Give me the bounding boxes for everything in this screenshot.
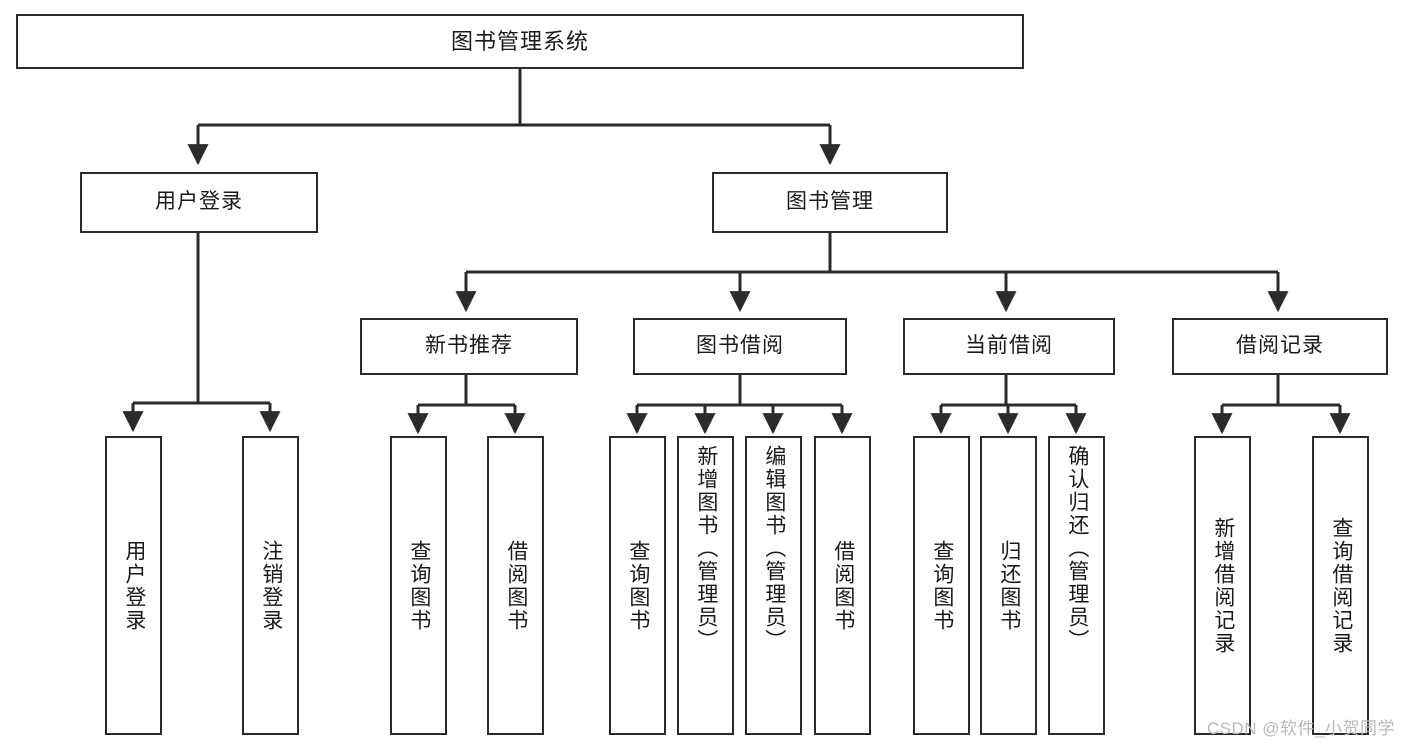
node-label: 新书推荐 [425, 334, 513, 358]
node-label: 图书借阅 [696, 334, 784, 358]
node-book-borrowing[interactable]: 图书借阅 [633, 318, 847, 375]
node-label: 图书管理系统 [450, 28, 589, 54]
leaf-borrow-add-book-admin[interactable]: 新增图书（管理员） [677, 436, 734, 735]
node-label: 借阅图书 [504, 539, 528, 632]
node-label: 确认归还（管理员） [1065, 445, 1089, 652]
node-label: 查询图书 [930, 539, 954, 632]
leaf-record-query-record[interactable]: 查询借阅记录 [1312, 436, 1369, 735]
leaf-current-return-books[interactable]: 归还图书 [980, 436, 1037, 735]
node-label: 当前借阅 [965, 334, 1053, 358]
node-label: 用户登录 [155, 190, 243, 214]
leaf-user-login-login[interactable]: 用户登录 [105, 436, 162, 735]
node-label: 查询图书 [626, 539, 650, 632]
node-label: 图书管理 [786, 190, 874, 214]
node-label: 借阅图书 [831, 539, 855, 632]
leaf-borrow-edit-book-admin[interactable]: 编辑图书（管理员） [745, 436, 802, 735]
node-label: 编辑图书（管理员） [762, 445, 786, 652]
node-root-book-management-system[interactable]: 图书管理系统 [16, 14, 1024, 69]
node-new-book-recommendation[interactable]: 新书推荐 [360, 318, 578, 375]
node-label: 注销登录 [259, 539, 283, 632]
csdn-watermark: CSDN @软件_小贺同学 [1206, 719, 1395, 738]
node-label: 查询图书 [407, 539, 431, 632]
node-current-borrowing[interactable]: 当前借阅 [903, 318, 1115, 375]
leaf-borrow-query-books[interactable]: 查询图书 [609, 436, 666, 735]
leaf-new-book-query-books[interactable]: 查询图书 [390, 436, 447, 735]
node-label: 新增借阅记录 [1211, 516, 1235, 655]
node-label: 用户登录 [122, 539, 146, 632]
leaf-current-query-books[interactable]: 查询图书 [913, 436, 970, 735]
node-borrowing-records[interactable]: 借阅记录 [1172, 318, 1388, 375]
leaf-new-book-borrow-books[interactable]: 借阅图书 [487, 436, 544, 735]
leaf-current-confirm-return-admin[interactable]: 确认归还（管理员） [1048, 436, 1105, 735]
node-label: 借阅记录 [1236, 334, 1324, 358]
node-label: 查询借阅记录 [1329, 516, 1353, 655]
leaf-borrow-borrow-books[interactable]: 借阅图书 [814, 436, 871, 735]
leaf-user-login-logout[interactable]: 注销登录 [242, 436, 299, 735]
leaf-record-add-record[interactable]: 新增借阅记录 [1194, 436, 1251, 735]
node-user-login[interactable]: 用户登录 [80, 172, 318, 233]
node-book-management[interactable]: 图书管理 [712, 172, 948, 233]
node-label: 新增图书（管理员） [694, 445, 718, 652]
node-label: 归还图书 [997, 539, 1021, 632]
